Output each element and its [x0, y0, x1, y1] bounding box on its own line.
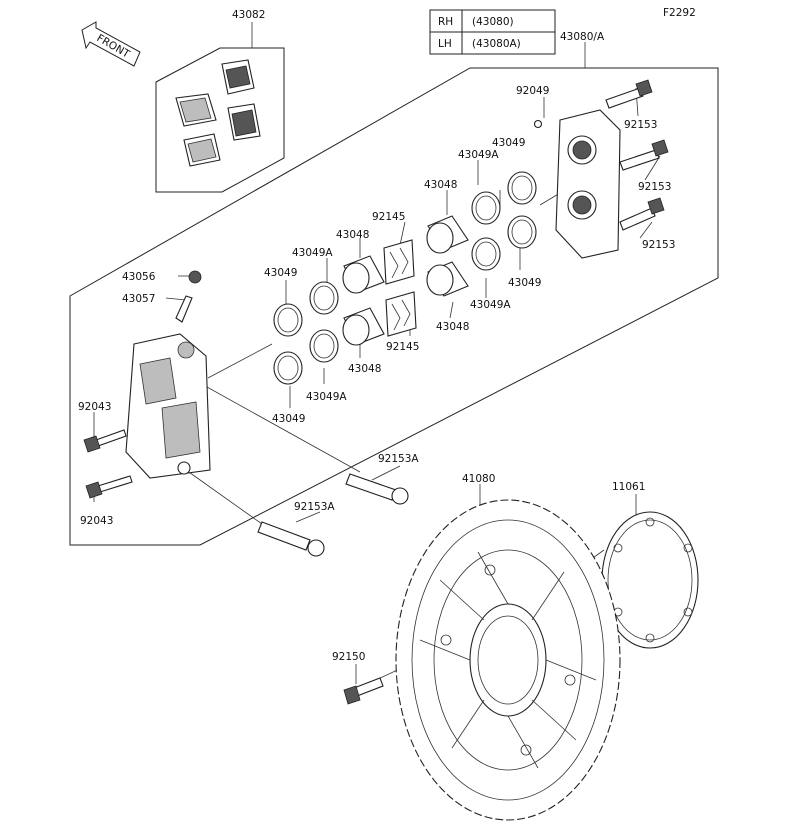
label-92153-3: 92153 — [642, 239, 675, 251]
disc-bolt — [343, 677, 384, 705]
label-43056: 43056 — [122, 271, 156, 283]
label-43049-4: 43049 — [272, 413, 305, 425]
front-arrow-icon: FRONT — [81, 21, 141, 67]
label-43048-2: 43048 — [336, 229, 369, 241]
label-43049a-1: 43049A — [458, 149, 499, 161]
bleeder-icon — [533, 119, 543, 129]
label-92153a-2: 92153A — [294, 501, 335, 513]
brake-pads — [175, 59, 261, 167]
label-92145-2: 92145 — [386, 341, 419, 353]
label-43048-4: 43048 — [348, 363, 381, 375]
label-43048-1: 43048 — [424, 179, 457, 191]
label-92153-1: 92153 — [624, 119, 657, 131]
caliper-half-right — [533, 109, 621, 259]
label-43048-3: 43048 — [436, 321, 469, 333]
label-92153a-1: 92153A — [378, 453, 419, 465]
label-92043-1: 92043 — [78, 401, 111, 413]
figure-code: F2292 — [663, 7, 696, 19]
seal-rings — [273, 171, 537, 385]
front-label: FRONT — [95, 32, 133, 61]
label-43057: 43057 — [122, 293, 155, 305]
bleed-parts — [175, 270, 202, 323]
label-43049-3: 43049 — [508, 277, 541, 289]
caliper-group-outline — [69, 67, 719, 546]
part-labels: 43082 43080/A 92049 92153 43049 43049A 9… — [78, 9, 675, 663]
label-43049a-2: 43049A — [292, 247, 333, 259]
label-41080: 41080 — [462, 473, 495, 485]
label-92145-1: 92145 — [372, 211, 405, 223]
caliper-bolts — [605, 79, 669, 231]
label-92049: 92049 — [516, 85, 549, 97]
variant-side-rh: RH — [438, 16, 453, 28]
variant-side-lh: LH — [438, 38, 452, 50]
brake-disc — [395, 499, 621, 821]
pad-springs — [383, 239, 417, 337]
variant-code-rh: (43080) — [472, 16, 514, 28]
variant-table: RH (43080) LH (43080A) — [429, 9, 556, 55]
label-43049-2: 43049 — [264, 267, 297, 279]
label-92150: 92150 — [332, 651, 365, 663]
label-43080-a: 43080/A — [560, 31, 605, 43]
label-92043-2: 92043 — [80, 515, 113, 527]
pad-group-outline — [155, 47, 285, 193]
bolts-a — [257, 473, 409, 557]
label-92153-2: 92153 — [638, 181, 671, 193]
label-11061: 11061 — [612, 481, 645, 493]
pistons — [342, 215, 469, 346]
label-43049a-3: 43049A — [470, 299, 511, 311]
label-43049a-4: 43049A — [306, 391, 347, 403]
variant-code-lh: (43080A) — [472, 38, 521, 50]
mount-bolts — [83, 429, 133, 499]
label-43082: 43082 — [232, 9, 265, 21]
cap-icon — [188, 270, 202, 284]
valve-icon — [175, 295, 193, 323]
caliper-half-left — [125, 333, 211, 479]
label-43049-1: 43049 — [492, 137, 525, 149]
